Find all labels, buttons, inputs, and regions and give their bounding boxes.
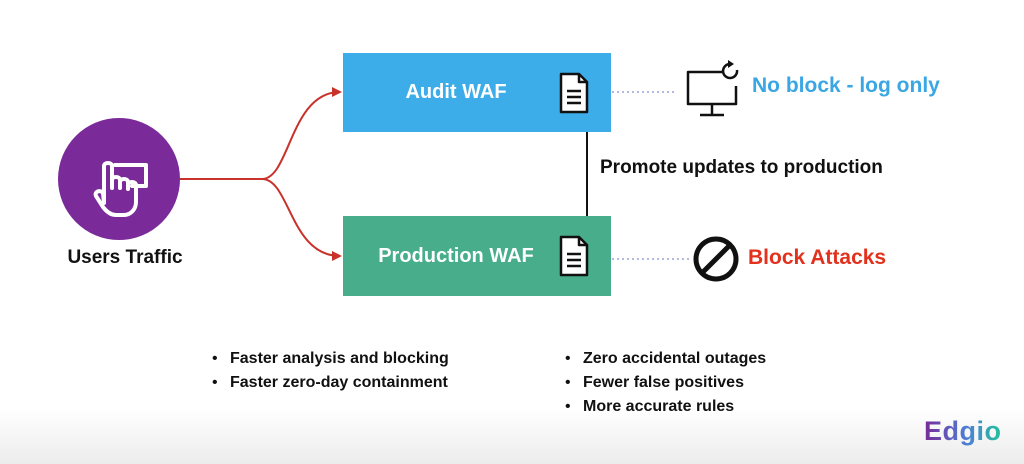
production-waf-label: Production WAF xyxy=(378,244,534,267)
users-traffic-circle xyxy=(58,118,180,240)
promote-updates-label: Promote updates to production xyxy=(600,157,883,178)
list-item: Faster analysis and blocking xyxy=(212,347,449,371)
benefits-list-left: Faster analysis and blocking Faster zero… xyxy=(212,347,449,395)
arrow-to-audit xyxy=(180,87,342,180)
list-item: Zero accidental outages xyxy=(565,347,766,371)
audit-waf-label: Audit WAF xyxy=(405,81,507,103)
block-attacks-label: Block Attacks xyxy=(748,246,887,269)
benefits-list-right: Zero accidental outages Fewer false posi… xyxy=(565,347,766,419)
users-traffic-label: Users Traffic xyxy=(67,247,183,268)
document-icon xyxy=(559,235,589,277)
traffic-split-arrows xyxy=(180,87,342,261)
edgio-logo: Edgio xyxy=(924,416,1002,446)
list-item: Fewer false positives xyxy=(565,371,766,395)
list-item: More accurate rules xyxy=(565,395,766,419)
document-icon xyxy=(559,72,589,113)
production-waf-box: Production WAF xyxy=(343,216,611,296)
no-block-label: No block - log only xyxy=(752,74,940,97)
prohibited-icon xyxy=(693,236,739,282)
hand-pointer-icon xyxy=(93,161,148,217)
audit-waf-box: Audit WAF xyxy=(343,53,611,132)
monitor-refresh-icon xyxy=(686,60,739,117)
arrow-to-production xyxy=(261,178,342,261)
list-item: Faster zero-day containment xyxy=(212,371,449,395)
